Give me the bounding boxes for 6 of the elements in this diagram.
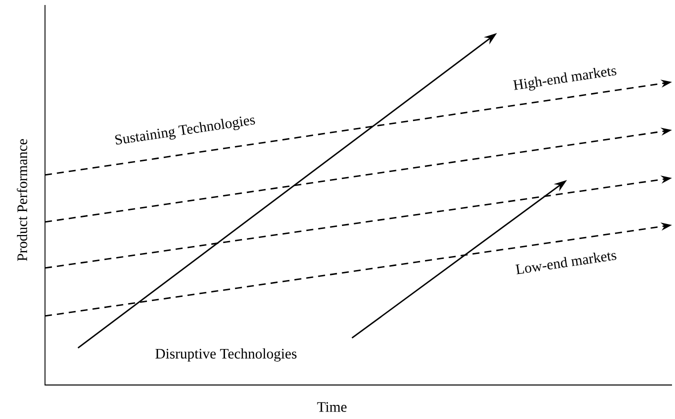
axis-label: Time [317, 402, 347, 412]
market-label: High-end markets [512, 68, 616, 91]
axis-label: Product Performance [16, 139, 28, 261]
market-label: Low-end markets [515, 252, 616, 274]
trend-label: Sustaining Technologies [115, 116, 255, 144]
trend-label: Disruptive Technologies [155, 348, 296, 362]
